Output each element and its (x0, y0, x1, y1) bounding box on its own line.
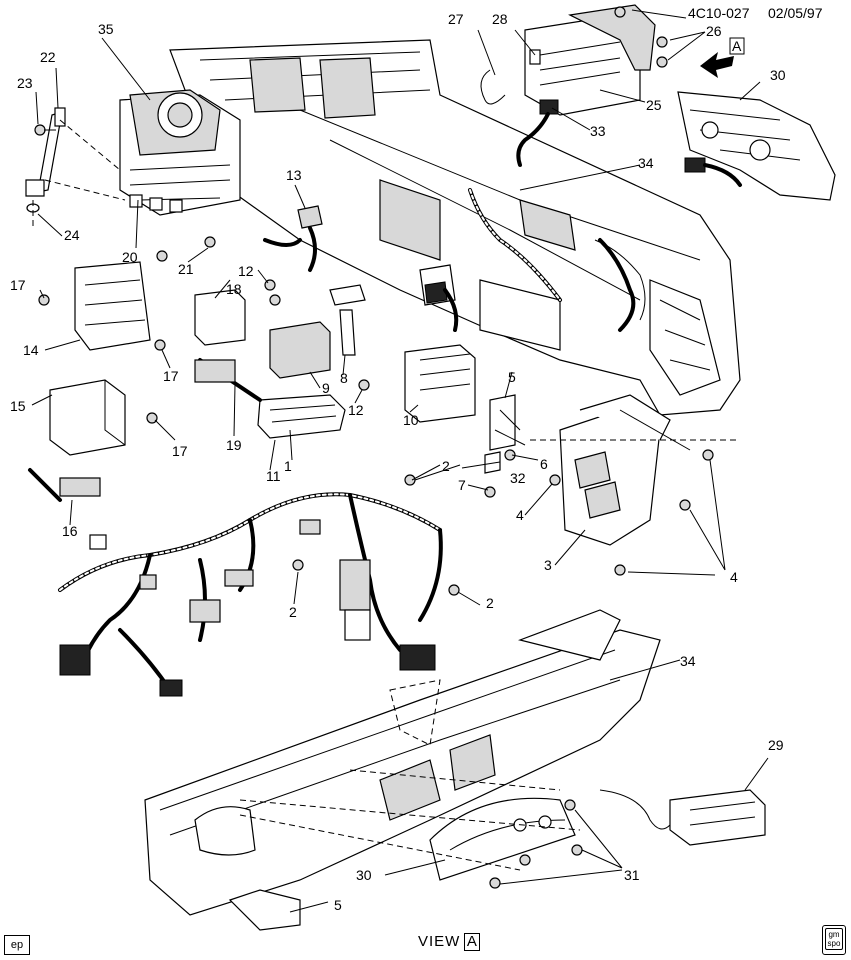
callout-7: 7 (458, 477, 466, 493)
callout-28: 28 (492, 11, 508, 27)
diagram-date: 02/05/97 (768, 5, 823, 21)
view-letter: A (464, 933, 481, 951)
callout-23: 23 (17, 75, 33, 91)
callout-11: 11 (266, 468, 281, 484)
logo-line2: spo (827, 939, 841, 948)
hvac-control-module (119, 89, 241, 216)
callout-22: 22 (40, 49, 56, 65)
view-a-arrow-icon: A (700, 37, 745, 78)
callout-3: 3 (544, 557, 552, 573)
callout-9: 9 (322, 380, 330, 396)
callout-15: 15 (10, 398, 26, 414)
callout-labels: 1 2 2 2 2 3 4 4 4 5 5 6 7 8 9 10 11 12 1… (10, 11, 786, 913)
callout-2: 2 (486, 595, 494, 611)
callout-4: 4 (516, 507, 524, 523)
callout-1: 1 (284, 458, 292, 474)
bracket-assembly (25, 107, 126, 230)
lower-right-components (484, 394, 740, 546)
radio-receiver-module (480, 4, 668, 167)
callout-20: 20 (122, 249, 138, 265)
callout-16: 16 (62, 523, 78, 539)
callout-6: 6 (540, 456, 548, 472)
center-components (263, 205, 459, 356)
view-a-tag: A (732, 38, 742, 54)
callout-14: 14 (23, 342, 39, 358)
callout-17: 17 (10, 277, 26, 293)
callout-2: 2 (289, 604, 297, 620)
callout-17: 17 (172, 443, 188, 459)
view-text: VIEW (418, 933, 461, 950)
gm-spo-logo-icon: gm spo (822, 925, 846, 955)
callout-30: 30 (356, 867, 372, 883)
fasteners (38, 236, 714, 889)
callout-34: 34 (680, 653, 696, 669)
callout-17: 17 (163, 368, 179, 384)
ep-tag: ep (4, 935, 30, 955)
instrument-panel-carrier (169, 39, 741, 416)
callout-34: 34 (638, 155, 654, 171)
callout-25: 25 (646, 97, 662, 113)
screw-icon (656, 56, 668, 68)
callout-29: 29 (768, 737, 784, 753)
callout-30: 30 (770, 67, 786, 83)
callout-35: 35 (98, 21, 114, 37)
screw-icon (614, 6, 626, 18)
bolt-icon (34, 124, 46, 136)
callout-12: 12 (348, 402, 364, 418)
remote-module (599, 789, 766, 846)
callout-31: 31 (624, 867, 640, 883)
callout-13: 13 (286, 167, 302, 183)
callout-18: 18 (226, 281, 242, 297)
instrument-panel-lower (144, 609, 661, 931)
callout-2: 2 (442, 458, 450, 474)
callout-27: 27 (448, 11, 464, 27)
callout-26: 26 (706, 23, 722, 39)
callout-33: 33 (590, 123, 606, 139)
callout-21: 21 (178, 261, 194, 277)
callout-4: 4 (730, 569, 738, 585)
callout-12: 12 (238, 263, 254, 279)
callout-5: 5 (508, 369, 516, 385)
instrument-panel-harness (28, 468, 443, 697)
callout-10: 10 (403, 412, 419, 428)
logo-line1: gm (828, 930, 840, 939)
screw-icon (656, 36, 668, 48)
callout-8: 8 (340, 370, 348, 386)
leader-lines (31, 9, 769, 913)
callout-24: 24 (64, 227, 80, 243)
instrument-cluster-top (677, 91, 836, 201)
callout-32: 32 (510, 470, 526, 486)
diagram-code: 4C10-027 (688, 5, 750, 21)
control-modules (49, 261, 476, 456)
callout-5: 5 (334, 897, 342, 913)
callout-19: 19 (226, 437, 242, 453)
